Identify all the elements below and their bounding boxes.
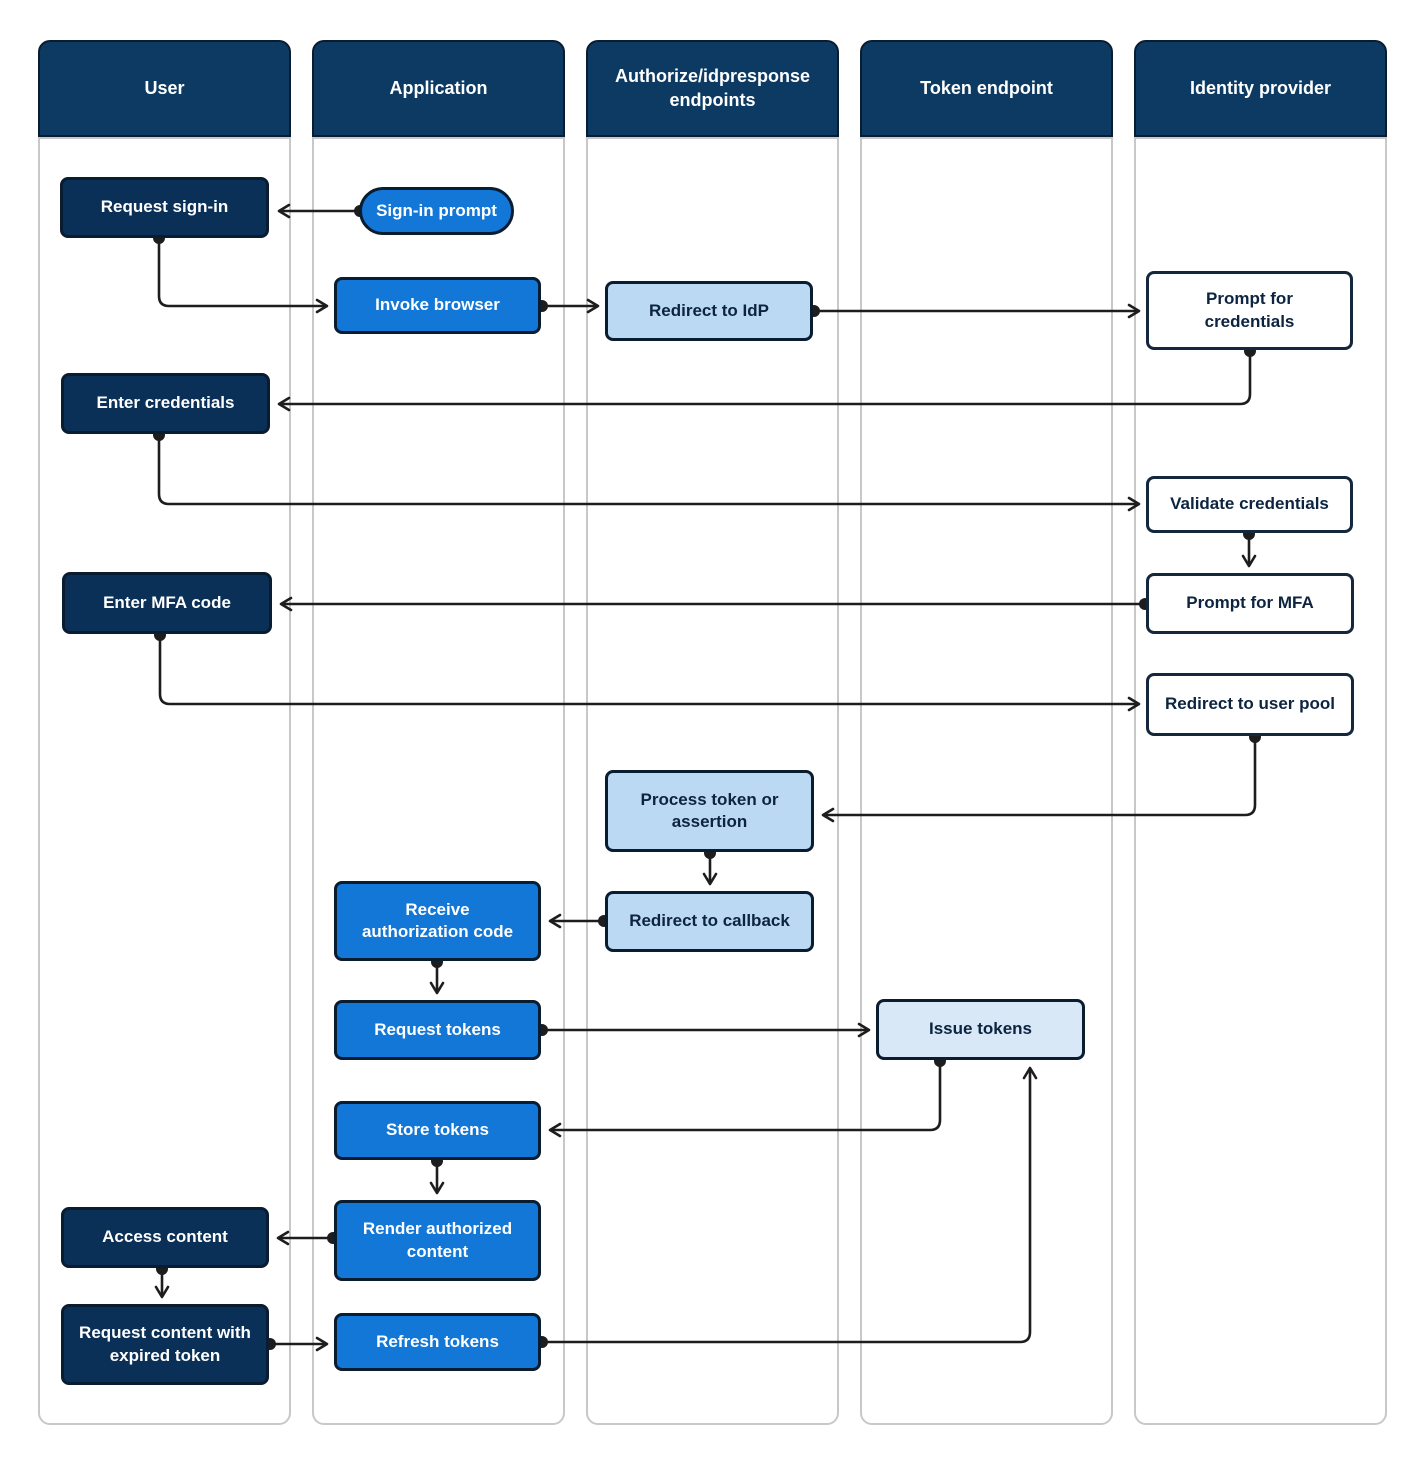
node-issue-tokens: Issue tokens [876,999,1085,1060]
lane-header-user: User [38,40,291,137]
node-enter-credentials: Enter credentials [61,373,270,434]
lane-title: Application [389,77,488,98]
node-enter-mfa-code: Enter MFA code [62,572,272,634]
lane-body-token-endpoint [860,137,1113,1425]
node-render-authorized-content: Render authorized content [334,1200,541,1281]
node-request-tokens: Request tokens [334,1000,541,1060]
node-access-content: Access content [61,1207,269,1268]
lane-title: Token endpoint [920,77,1053,98]
node-refresh-tokens: Refresh tokens [334,1313,541,1371]
node-prompt-for-credentials: Prompt for credentials [1146,271,1353,350]
node-invoke-browser: Invoke browser [334,277,541,334]
node-validate-credentials: Validate credentials [1146,476,1353,533]
node-prompt-for-mfa: Prompt for MFA [1146,573,1354,634]
lane-header-authorize-endpoints: Authorize/idpresponse endpoints [586,40,839,137]
lane-header-identity-provider: Identity provider [1134,40,1387,137]
node-redirect-to-callback: Redirect to callback [605,891,814,952]
node-request-content-with-expired-token: Request content with expired token [61,1304,269,1385]
lane-title: User [144,77,185,98]
node-store-tokens: Store tokens [334,1101,541,1160]
lane-title: Authorize/idpresponse endpoints [614,66,811,110]
lane-title: Identity provider [1189,77,1332,98]
lane-header-token-endpoint: Token endpoint [860,40,1113,137]
lane-header-application: Application [312,40,565,137]
node-request-sign-in: Request sign-in [60,177,269,238]
node-receive-authorization-code: Receive authorization code [334,881,541,961]
node-redirect-to-user-pool: Redirect to user pool [1146,673,1354,736]
node-sign-in-prompt: Sign-in prompt [359,187,514,235]
node-redirect-to-idp: Redirect to IdP [605,281,813,341]
node-process-token-or-assertion: Process token or assertion [605,770,814,852]
